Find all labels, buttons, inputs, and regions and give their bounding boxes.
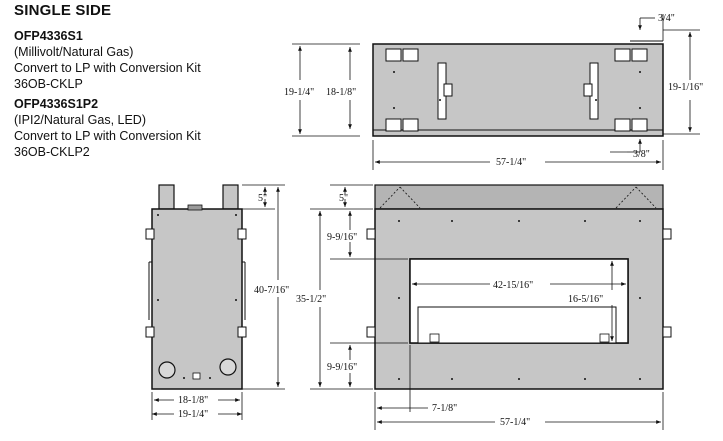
side-view: 5" 40-7/16" 18-1/8" 19-1/4" — [145, 184, 289, 420]
dim-top-left-outer: 19-1/4" — [284, 87, 314, 98]
dim-side-top: 5" — [258, 193, 267, 204]
vent-collar-left — [158, 184, 175, 210]
dim-top-offset-bottom: 3/8" — [633, 149, 650, 160]
dim-front-lower-band: 9-9/16" — [327, 362, 357, 373]
dim-front-opening-height: 16-5/16" — [568, 294, 603, 305]
dim-side-depth-outer: 19-1/4" — [178, 409, 208, 420]
dim-side-height: 40-7/16" — [254, 285, 289, 296]
model-2-line-2: Convert to LP with Conversion Kit — [14, 129, 201, 143]
valve-knob-left — [158, 361, 176, 379]
model-2-line-1: (IPI2/Natural Gas, LED) — [14, 113, 146, 127]
top-corner-block — [385, 48, 402, 62]
dim-top-right: 19-1/16" — [668, 82, 703, 93]
top-view: 19-1/4" 18-1/8" 19-1/16" 3/4" 3/8" 57-1/… — [284, 13, 703, 170]
page-title: SINGLE SIDE — [14, 2, 112, 19]
model-1-line-3: 36OB-CKLP — [14, 77, 83, 91]
front-burner-tray — [417, 306, 617, 344]
valve-knob-right — [219, 358, 237, 376]
dim-front-opening-width: 42-15/16" — [493, 280, 533, 291]
model-name-1: OFP4336S1 — [14, 29, 83, 43]
model-2-line-3: 36OB-CKLP2 — [14, 145, 90, 159]
dim-front-offset: 7-1/8" — [432, 403, 457, 414]
model-name-2: OFP4336S1P2 — [14, 97, 99, 111]
model-1-line-1: (Millivolt/Natural Gas) — [14, 45, 134, 59]
dim-side-depth-inner: 18-1/8" — [178, 395, 208, 406]
vent-collar-right — [222, 184, 239, 210]
front-view: 5" 9-9/16" 35-1/2" 9-9/16" 42-15/16" 16-… — [296, 184, 672, 430]
dim-top-offset: 3/4" — [658, 13, 675, 24]
front-top-box — [374, 184, 664, 210]
dim-front-height: 35-1/2" — [296, 294, 326, 305]
dim-front-top: 5" — [339, 193, 348, 204]
dim-front-width: 57-1/4" — [500, 417, 530, 428]
model-1-line-2: Convert to LP with Conversion Kit — [14, 61, 201, 75]
dim-top-left-inner: 18-1/8" — [326, 87, 356, 98]
dim-top-width: 57-1/4" — [496, 157, 526, 168]
dim-front-upper-band: 9-9/16" — [327, 232, 357, 243]
